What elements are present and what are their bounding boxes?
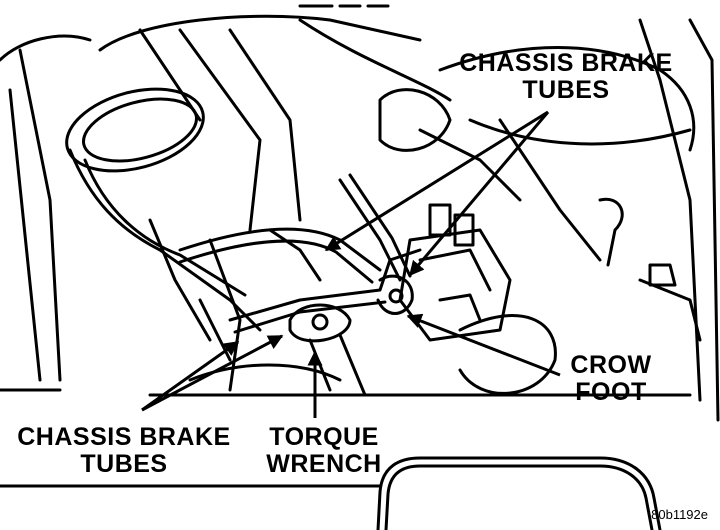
- chassis-brake-tubes: [178, 173, 422, 334]
- label-chassis-brake-tubes-bottom: CHASSIS BRAKE TUBES: [4, 424, 244, 478]
- coiled-brake-tube: [65, 87, 262, 342]
- label-line: TUBES: [522, 76, 610, 104]
- bottom-structure: [0, 456, 662, 530]
- label-line: CROW: [570, 351, 652, 379]
- vehicle-frame-background: [0, 14, 720, 422]
- leader-bottom-to-tube-left: [141, 340, 240, 412]
- label-line: CHASSIS BRAKE: [17, 423, 231, 451]
- leader-top-to-tube-left: [324, 110, 549, 252]
- leader-crow-foot: [406, 313, 561, 377]
- figure-id: 80b1192e: [651, 507, 708, 522]
- label-line: WRENCH: [266, 450, 382, 478]
- leader-top-to-tube-right: [408, 111, 550, 277]
- crow-foot-tool: [376, 274, 414, 315]
- torque-wrench-tool: [288, 303, 367, 397]
- label-line: CHASSIS BRAKE: [459, 49, 673, 77]
- label-chassis-brake-tubes-top: CHASSIS BRAKE TUBES: [446, 50, 686, 104]
- leader-bottom-to-tube-right: [141, 334, 284, 412]
- label-line: FOOT: [575, 378, 647, 406]
- label-line: TUBES: [80, 450, 168, 478]
- label-line: TORQUE: [269, 423, 379, 451]
- label-torque-wrench: TORQUE WRENCH: [254, 424, 394, 478]
- label-crow-foot: CROW FOOT: [556, 352, 666, 406]
